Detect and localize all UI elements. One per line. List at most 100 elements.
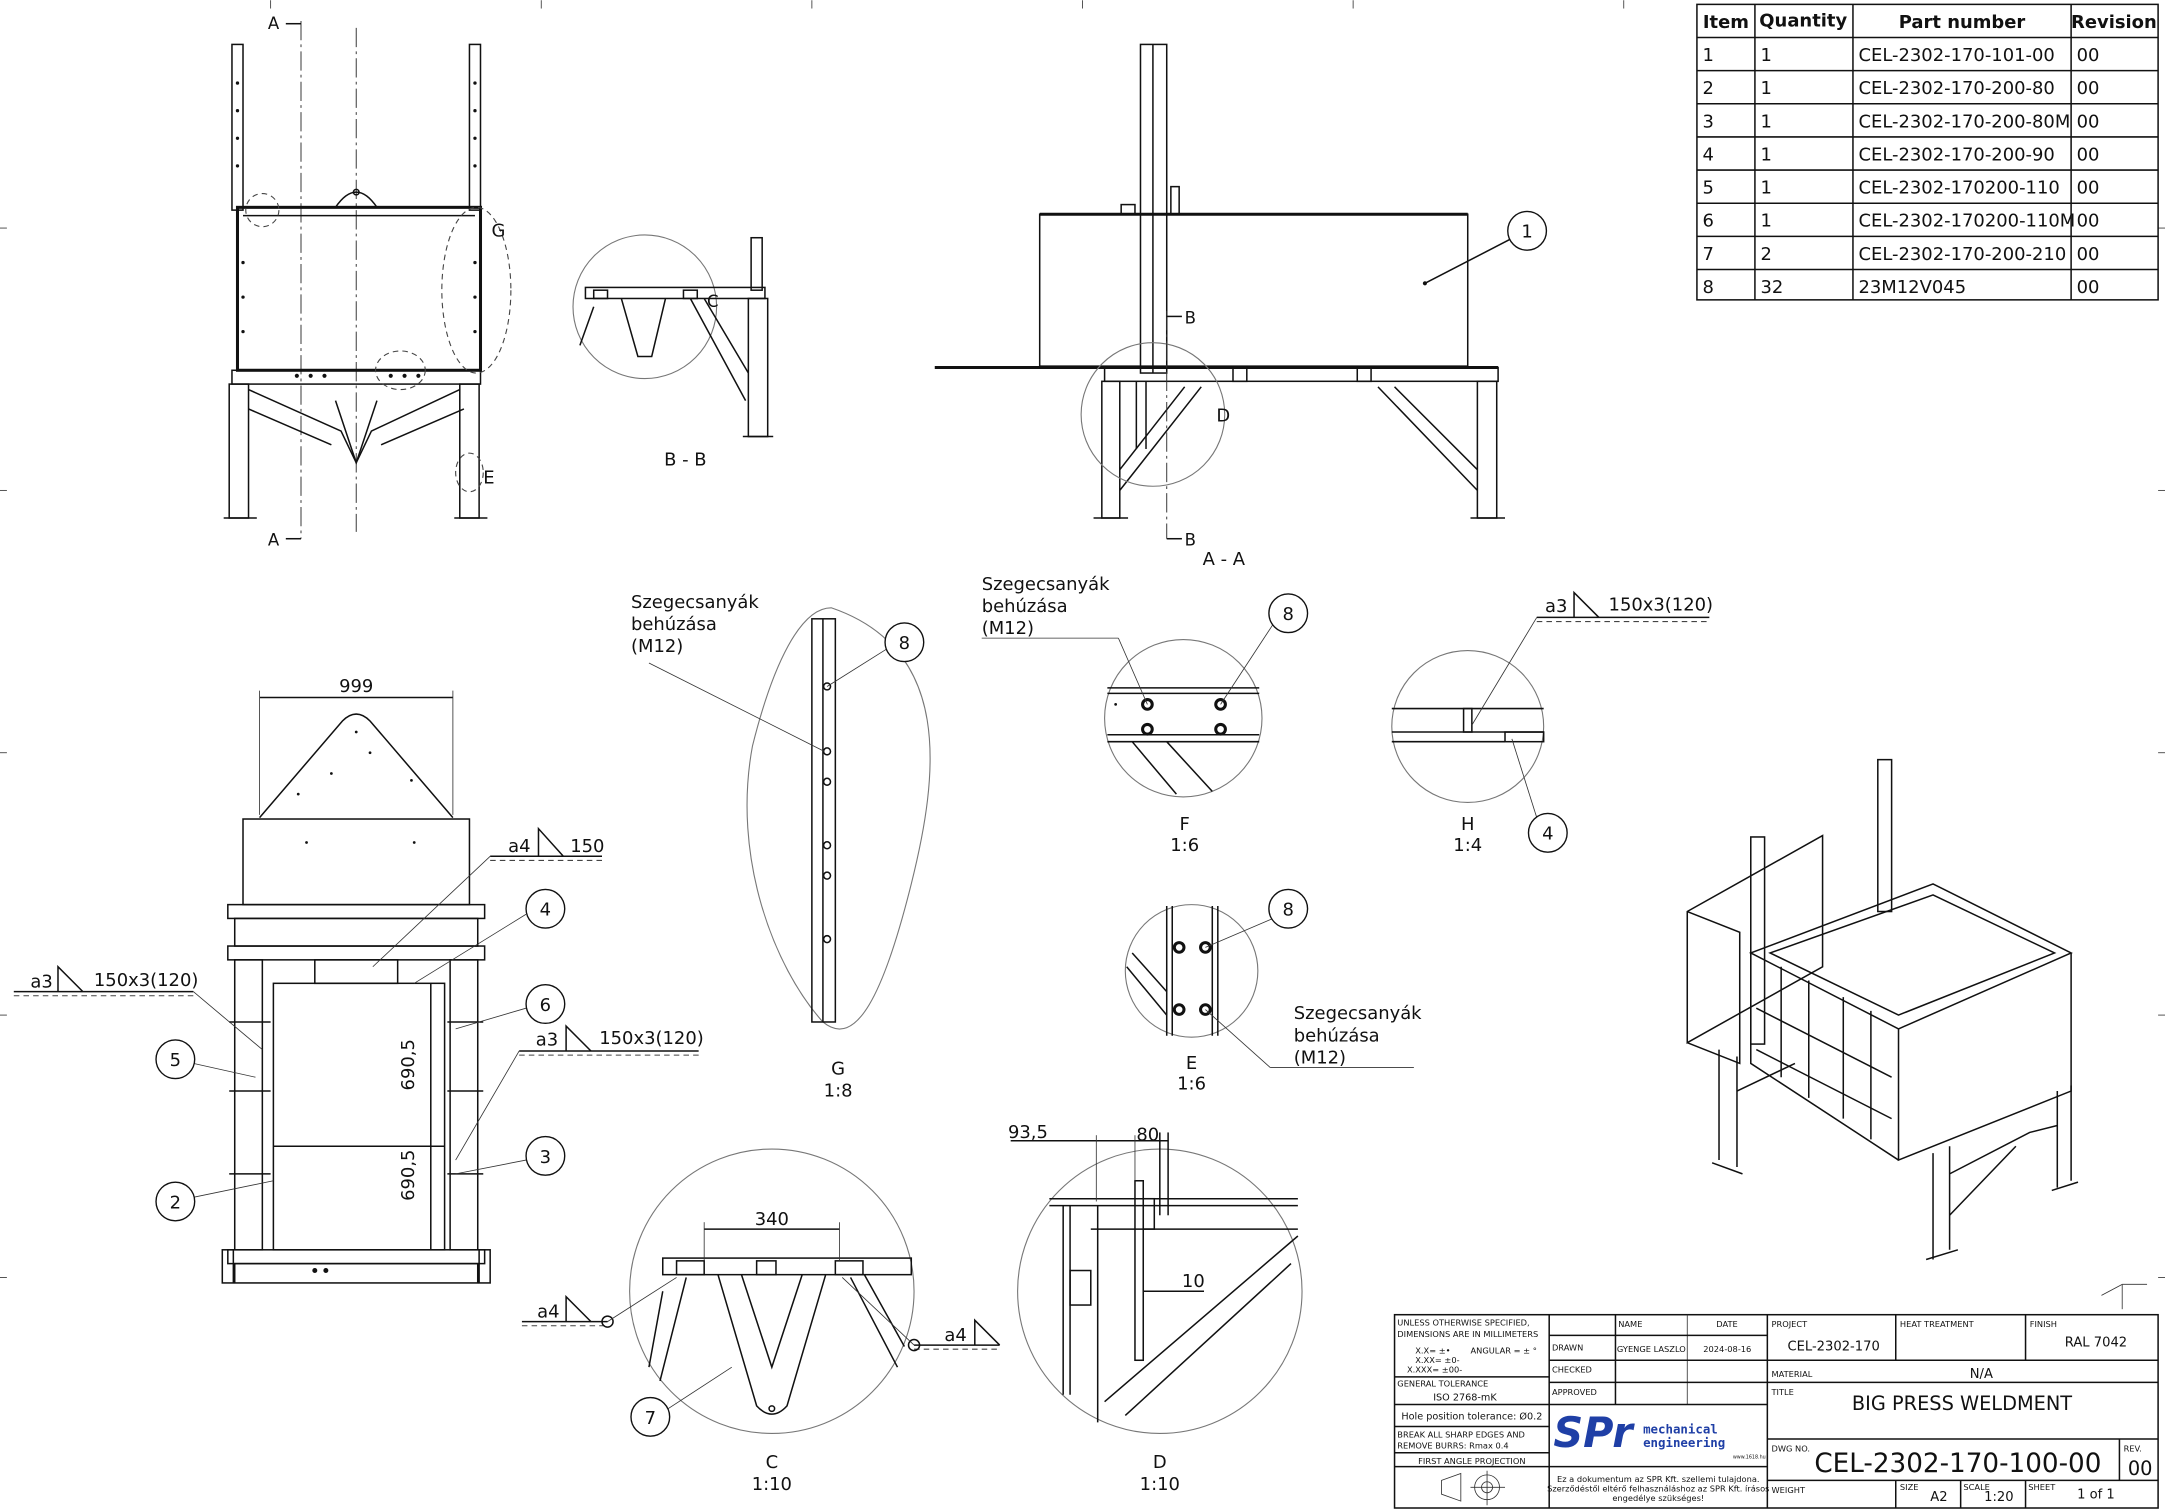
balloon-5: 5	[170, 1050, 181, 1071]
detail-f: 8 Szegecsanyák behúzása (M12) F 1:6	[982, 574, 1309, 856]
col-header-revision: Revision	[2071, 12, 2157, 33]
tol-x: X.X= ±•	[1415, 1345, 1450, 1355]
weld-a4-c-right: a4	[944, 1325, 966, 1346]
cut-label-a-bottom: A	[268, 531, 280, 550]
detail-f-letter: F	[1180, 814, 1190, 835]
weight-label: WEIGHT	[1771, 1485, 1805, 1495]
section-bb-view: C B - B	[572, 234, 774, 471]
cell-item: 6	[1702, 211, 1713, 232]
detail-e-scale: 1:6	[1177, 1074, 1206, 1095]
project-label: PROJECT	[1771, 1319, 1808, 1329]
weld-a4-c-left: a4	[537, 1301, 559, 1322]
hole-tolerance: Hole position tolerance: Ø0.2	[1401, 1411, 1542, 1423]
cell-item: 1	[1702, 45, 1713, 66]
detail-c-letter: C	[766, 1452, 779, 1473]
detail-e: 8 Szegecsanyák behúzása (M12) E 1:6	[1124, 888, 1422, 1095]
isometric-view	[1686, 758, 2079, 1261]
finish-label: FINISH	[2030, 1319, 2057, 1329]
heat-treatment-label: HEAT TREATMENT	[1900, 1319, 1975, 1329]
sheet-border-ticks	[0, 0, 2165, 1278]
rivet-note-g-3: (M12)	[631, 636, 683, 657]
cell-rev: 00	[2077, 45, 2100, 66]
disclaimer-3: engedélye szükséges!	[1612, 1493, 1704, 1503]
tol-angular: ANGULAR = ± °	[1470, 1345, 1536, 1355]
detail-c: 340 a4 a4 7 C 1:10	[521, 1148, 1001, 1495]
svg-text:mechanical: mechanical	[1643, 1421, 1718, 1436]
front-view: A A G E	[223, 14, 512, 550]
detail-callout-d: D	[1216, 405, 1230, 426]
cell-rev: 00	[2077, 211, 2100, 232]
cut-label-b-bottom: B	[1185, 531, 1196, 550]
sheet-value: 1 of 1	[2077, 1487, 2115, 1502]
cut-label-a-top: A	[268, 14, 280, 33]
cell-qty: 1	[1760, 78, 1771, 99]
section-bb-label: B - B	[664, 450, 707, 471]
dim-340: 340	[755, 1209, 789, 1230]
scale-value: 1:20	[1984, 1490, 2013, 1505]
scale-label: SCALE	[1963, 1482, 1990, 1492]
general-tolerance-label: GENERAL TOLERANCE	[1397, 1378, 1488, 1388]
material-value: N/A	[1970, 1367, 1993, 1382]
detail-g-scale: 1:8	[824, 1081, 853, 1102]
col-header-part-number: Part number	[1899, 12, 2026, 33]
cell-item: 7	[1702, 244, 1713, 265]
title-block: UNLESS OTHERWISE SPECIFIED, DIMENSIONS A…	[1393, 1313, 2159, 1509]
detail-f-scale: 1:6	[1170, 835, 1199, 856]
detail-e-letter: E	[1186, 1053, 1197, 1074]
cell-qty: 1	[1760, 144, 1771, 165]
dim-999: 999	[339, 676, 373, 697]
weld-a3-left-label: a3	[30, 971, 52, 992]
cut-label-b-top: B	[1185, 308, 1196, 327]
rivet-note-e-3: (M12)	[1294, 1047, 1346, 1068]
spr-logo: SPr mechanical engineering www.1618.hu	[1553, 1409, 1765, 1460]
rev-value: 00	[2128, 1457, 2153, 1480]
date-header: DATE	[1716, 1319, 1738, 1329]
balloon-1-label: 1	[1521, 222, 1532, 243]
size-label: SIZE	[1900, 1482, 1919, 1492]
detail-c-scale: 1:10	[752, 1474, 792, 1495]
project-value: CEL-2302-170	[1787, 1340, 1879, 1355]
dim-10: 10	[1182, 1271, 1205, 1292]
tol-xxx: X.XXX= ±00-	[1407, 1365, 1462, 1375]
hole-pattern	[235, 81, 477, 378]
detail-callout-e: E	[483, 467, 494, 488]
dwg-no-value: CEL-2302-170-100-00	[1814, 1449, 2101, 1479]
weld-a4-label: a4	[508, 836, 530, 857]
cell-item: 3	[1702, 111, 1713, 132]
title-label: TITLE	[1770, 1387, 1793, 1397]
material-label: MATERIAL	[1771, 1369, 1812, 1379]
finish-value: RAL 7042	[2065, 1335, 2127, 1350]
drawn-date: 2024-08-16	[1703, 1344, 1751, 1354]
cell-rev: 00	[2077, 277, 2100, 298]
cell-rev: 00	[2077, 144, 2100, 165]
break-edges-1: BREAK ALL SHARP EDGES AND	[1397, 1430, 1525, 1440]
svg-text:www.1618.hu: www.1618.hu	[1733, 1454, 1766, 1460]
weld-150x3-right-label: 150x3(120)	[599, 1028, 704, 1049]
break-edges-2: REMOVE BURRS: Rmax 0.4	[1397, 1441, 1508, 1451]
dwg-no-label: DWG NO.	[1771, 1443, 1810, 1453]
cell-rev: 00	[2077, 111, 2100, 132]
cell-rev: 00	[2077, 244, 2100, 265]
note-unless-2: DIMENSIONS ARE IN MILLIMETERS	[1397, 1329, 1538, 1339]
cell-part: CEL-2302-170-200-210	[1858, 244, 2066, 265]
disclaimer-2: Szerződéstől eltérő felhasználáshoz az S…	[1547, 1483, 1769, 1493]
axis-triad	[2101, 1283, 2148, 1310]
cell-item: 5	[1702, 178, 1713, 199]
cell-item: 4	[1702, 144, 1713, 165]
rivet-note-e-2: behúzása	[1294, 1025, 1380, 1046]
detail-d: 93,5 80 10 D 1:10	[1008, 1122, 1303, 1495]
cell-qty: 1	[1760, 178, 1771, 199]
svg-text:SPr: SPr	[1553, 1409, 1635, 1457]
col-header-item: Item	[1703, 12, 1749, 33]
dim-93-5: 93,5	[1008, 1122, 1048, 1143]
detail-d-scale: 1:10	[1140, 1474, 1180, 1495]
balloon-4: 4	[540, 900, 551, 921]
balloon-8-e: 8	[1283, 900, 1294, 921]
